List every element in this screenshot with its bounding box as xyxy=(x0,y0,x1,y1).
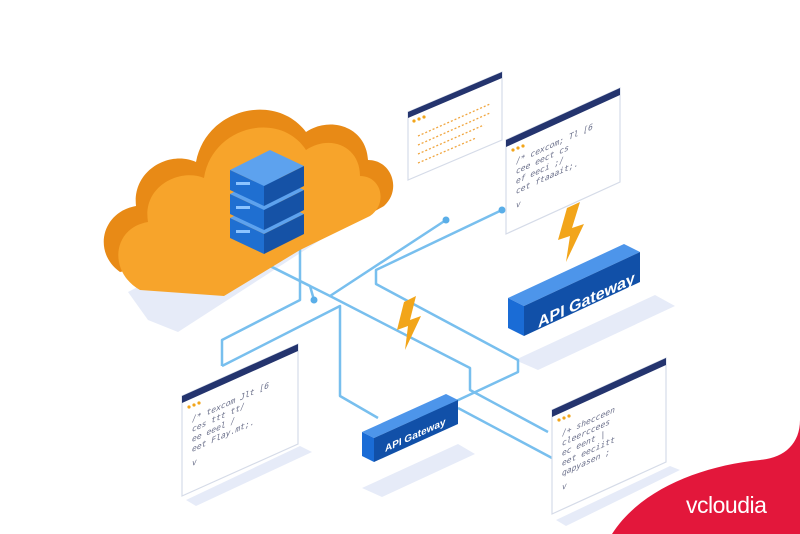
connector-node xyxy=(310,296,318,304)
connector-right-to-gateway xyxy=(374,208,520,420)
window-dots xyxy=(511,144,525,152)
window-dots xyxy=(187,401,201,409)
connector-cloud-to-left xyxy=(220,236,302,366)
window-header xyxy=(408,72,502,118)
connector-nodes xyxy=(310,206,506,304)
code-window-bottom-right: /+ shecceen cleerccees ec eent | eet eec… xyxy=(551,357,667,515)
lightning-icon xyxy=(397,296,421,350)
gateway-top-face xyxy=(362,394,458,438)
code-window-top xyxy=(407,71,503,181)
connector-bottom-right-lower xyxy=(457,406,553,460)
gateway-large-shadow xyxy=(515,295,675,370)
brand-logo-text: vcloudia xyxy=(686,492,767,518)
gateway-front-face xyxy=(362,432,374,462)
code-caret: v xyxy=(516,198,521,210)
code-window-top-right: /* cexcom; Tl [6 cee eect cs ef eeci ;/ … xyxy=(505,87,621,235)
gateway-front-face xyxy=(508,298,524,336)
lightning-icons xyxy=(397,202,584,350)
gateway-side-face xyxy=(374,400,458,462)
lightning-icon xyxy=(558,202,584,262)
connector-left-loop xyxy=(221,304,379,420)
window-bottom-left-shadow xyxy=(186,446,312,506)
brand-red-shape xyxy=(612,420,800,534)
gateway-top-face xyxy=(508,244,640,306)
window-body xyxy=(407,71,503,181)
window-header xyxy=(182,344,298,403)
connector-branch-left xyxy=(261,260,316,301)
window-bottom-right-shadow xyxy=(556,466,680,526)
server-stack xyxy=(230,150,304,254)
window-header xyxy=(552,358,666,417)
connector-gw-to-bottom-right xyxy=(329,294,549,434)
code-caret: v xyxy=(192,456,197,468)
gateway-small-shadow xyxy=(362,444,475,497)
brand-badge: vcloudia xyxy=(612,420,800,534)
window-header xyxy=(506,88,620,147)
code-placeholder-lines xyxy=(417,103,491,164)
connector-node xyxy=(498,206,506,214)
code-window-bottom-left: /* texcom Jlt [6 ces ttt tt/ ee eeel / e… xyxy=(181,343,299,497)
window-dots xyxy=(557,414,571,422)
server-unit xyxy=(230,150,304,206)
gateway-side-face xyxy=(524,252,640,336)
window-dots xyxy=(412,115,426,123)
connector-node xyxy=(442,216,450,224)
code-caret: v xyxy=(562,480,567,492)
